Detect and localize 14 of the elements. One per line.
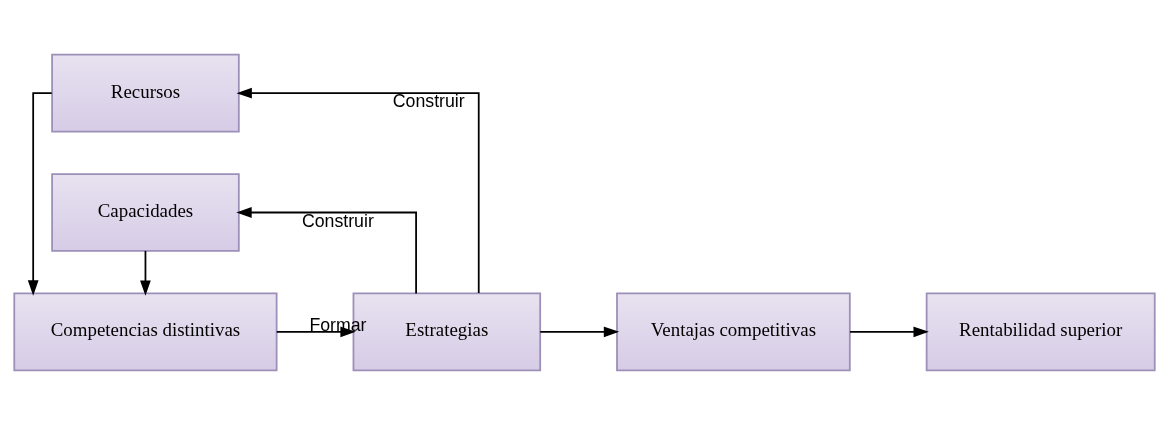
arrow	[539, 326, 620, 337]
edge-label: Construir	[392, 90, 465, 111]
arrow	[140, 249, 151, 296]
edge-label: Construir	[301, 210, 374, 231]
node-box: Ventajas competitivas	[616, 292, 851, 371]
node-box: Competencias distintivas	[13, 292, 278, 371]
arrow	[236, 206, 417, 294]
arrow	[849, 326, 929, 337]
arrow	[275, 326, 356, 337]
arrow	[236, 87, 480, 294]
arrow	[27, 91, 53, 296]
node-box: Capacidades	[51, 172, 240, 252]
node-box: Rentabilidad superior	[925, 292, 1156, 371]
node-box: Recursos	[51, 53, 240, 132]
